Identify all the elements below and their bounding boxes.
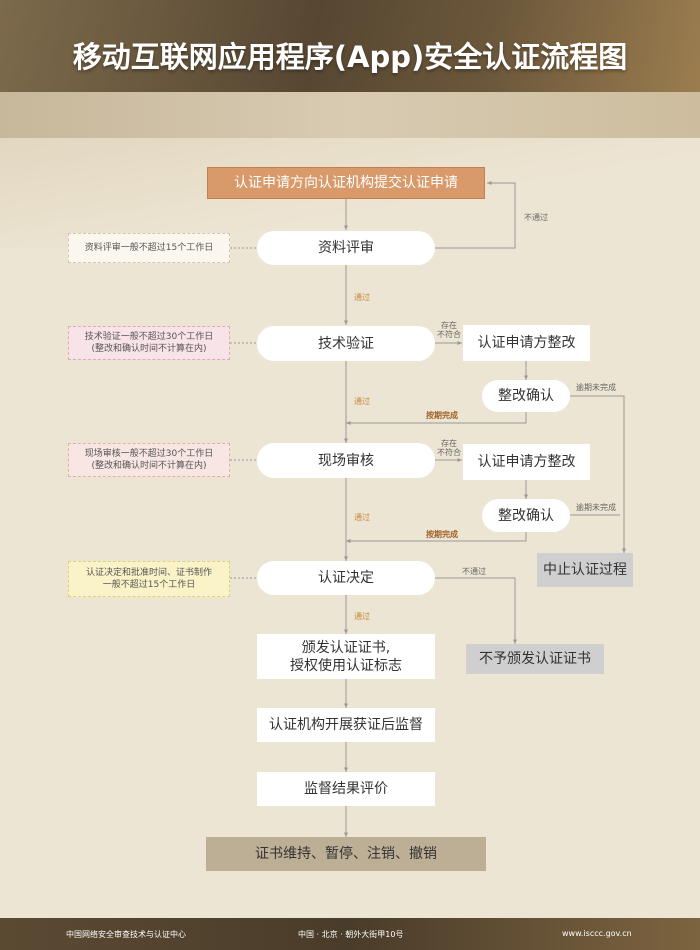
note-text-line1: 认证决定和批准时间、证书制作 [85,568,212,578]
label-site-nonconform: 存在 不符合 [436,439,462,457]
node-certification-decision: 认证决定 [257,561,435,595]
node-issue-certificate: 颁发认证证书, 授权使用认证标志 [257,634,435,679]
note-site-audit-time: 现场审核一般不超过30个工作日 (整改和确认时间不计算在内) [68,443,230,477]
arrow-confirm2-ontime [346,532,527,543]
note-decision-time: 认证决定和批准时间、证书制作 一般不超过15个工作日 [68,561,230,597]
arrow-confirm1-overdue [570,395,626,553]
footer-org: 中国网络安全审查技术与认证中心 [66,930,186,939]
node-post-cert-supervision: 认证机构开展获证后监督 [257,708,435,742]
note-text-line2: 一般不超过15个工作日 [102,580,196,590]
note-tech-verify-time: 技术验证一般不超过30个工作日 (整改和确认时间不计算在内) [68,326,230,360]
label-confirm2-overdue: 逾期未完成 [576,503,616,512]
label-confirm1-overdue: 逾期未完成 [576,383,616,392]
header-banner: 移动互联网应用程序(App)安全认证流程图 [0,0,700,92]
header-band [0,92,700,138]
node-technical-verification: 技术验证 [257,326,435,361]
note-doc-review-time: 资料评审一般不超过15个工作日 [68,233,230,263]
node-terminate-certification: 中止认证过程 [537,553,633,587]
node-rectify-1: 认证申请方整改 [463,325,590,361]
issue-line-1: 颁发认证证书, [301,639,391,656]
node-document-review: 资料评审 [257,231,435,265]
arrow-review-fail-loop [435,181,516,249]
label-line1: 存在 [441,321,457,330]
label-review-fail: 不通过 [524,213,548,222]
page-title: 移动互联网应用程序(App)安全认证流程图 [72,40,628,74]
node-rectify-2: 认证申请方整改 [463,444,590,480]
issue-line-2: 授权使用认证标志 [290,657,402,674]
arrow-decision-fail [435,577,517,644]
label-decision-fail: 不通过 [462,567,486,576]
label-tech-pass: 通过 [354,397,370,406]
node-supervision-evaluation: 监督结果评价 [257,772,435,806]
node-rectify-confirm-1: 整改确认 [482,380,570,412]
note-text: 资料评审一般不超过15个工作日 [84,243,214,253]
footer-bar: 中国网络安全审查技术与认证中心 中国 · 北京 · 朝外大街甲10号 www.i… [0,918,700,950]
label-line2: 不符合 [437,448,461,457]
node-site-audit: 现场审核 [257,443,435,478]
label-confirm2-ontime: 按期完成 [426,530,458,539]
note-text-line1: 技术验证一般不超过30个工作日 [84,332,214,342]
note-text-line2: (整改和确认时间不计算在内) [91,344,207,354]
arrow-confirm1-ontime [346,412,527,425]
note-text-line1: 现场审核一般不超过30个工作日 [84,449,214,459]
node-not-issue-certificate: 不予颁发认证证书 [466,644,604,674]
footer-address: 中国 · 北京 · 朝外大街甲10号 [298,930,404,939]
label-line1: 存在 [441,439,457,448]
label-line2: 不符合 [437,330,461,339]
label-review-pass: 通过 [354,293,370,302]
note-text-line2: (整改和确认时间不计算在内) [91,461,207,471]
label-confirm1-ontime: 按期完成 [426,411,458,420]
node-certificate-maintenance: 证书维持、暂停、注销、撤销 [206,837,486,871]
node-submit-application: 认证申请方向认证机构提交认证申请 [207,167,485,199]
label-tech-nonconform: 存在 不符合 [436,321,462,339]
node-rectify-confirm-2: 整改确认 [482,499,570,532]
label-decision-pass: 通过 [354,612,370,621]
footer-website[interactable]: www.isccc.gov.cn [562,929,632,938]
label-site-pass: 通过 [354,513,370,522]
